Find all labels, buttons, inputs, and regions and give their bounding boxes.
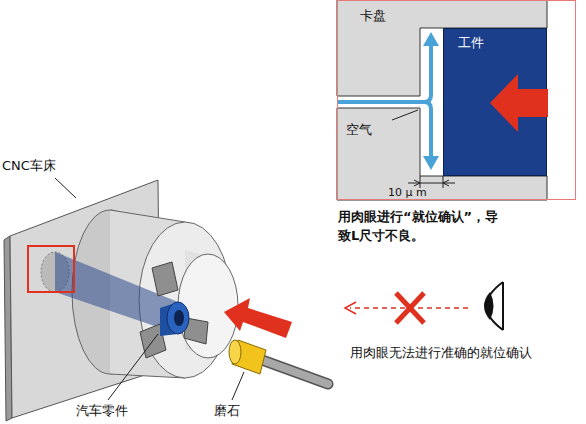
note-text: 用肉眼无法进行准确的就位确认 xyxy=(350,345,532,361)
part-label: 卡盘 xyxy=(360,8,386,24)
workpiece-box: 工件 xyxy=(443,28,547,176)
note-text: 用肉眼进行“就位确认”，导致L尺寸不良。 xyxy=(338,208,506,246)
dimension-label: 10 μ m xyxy=(388,186,427,199)
push-arrow xyxy=(490,74,548,132)
part-label: CNC车床 xyxy=(2,158,56,174)
part-label: 汽车零件 xyxy=(76,403,128,419)
part-label: 磨石 xyxy=(214,403,240,419)
part-label: 空气 xyxy=(346,122,372,138)
node-label: 工件 xyxy=(458,35,484,51)
push-arrow xyxy=(444,29,548,177)
